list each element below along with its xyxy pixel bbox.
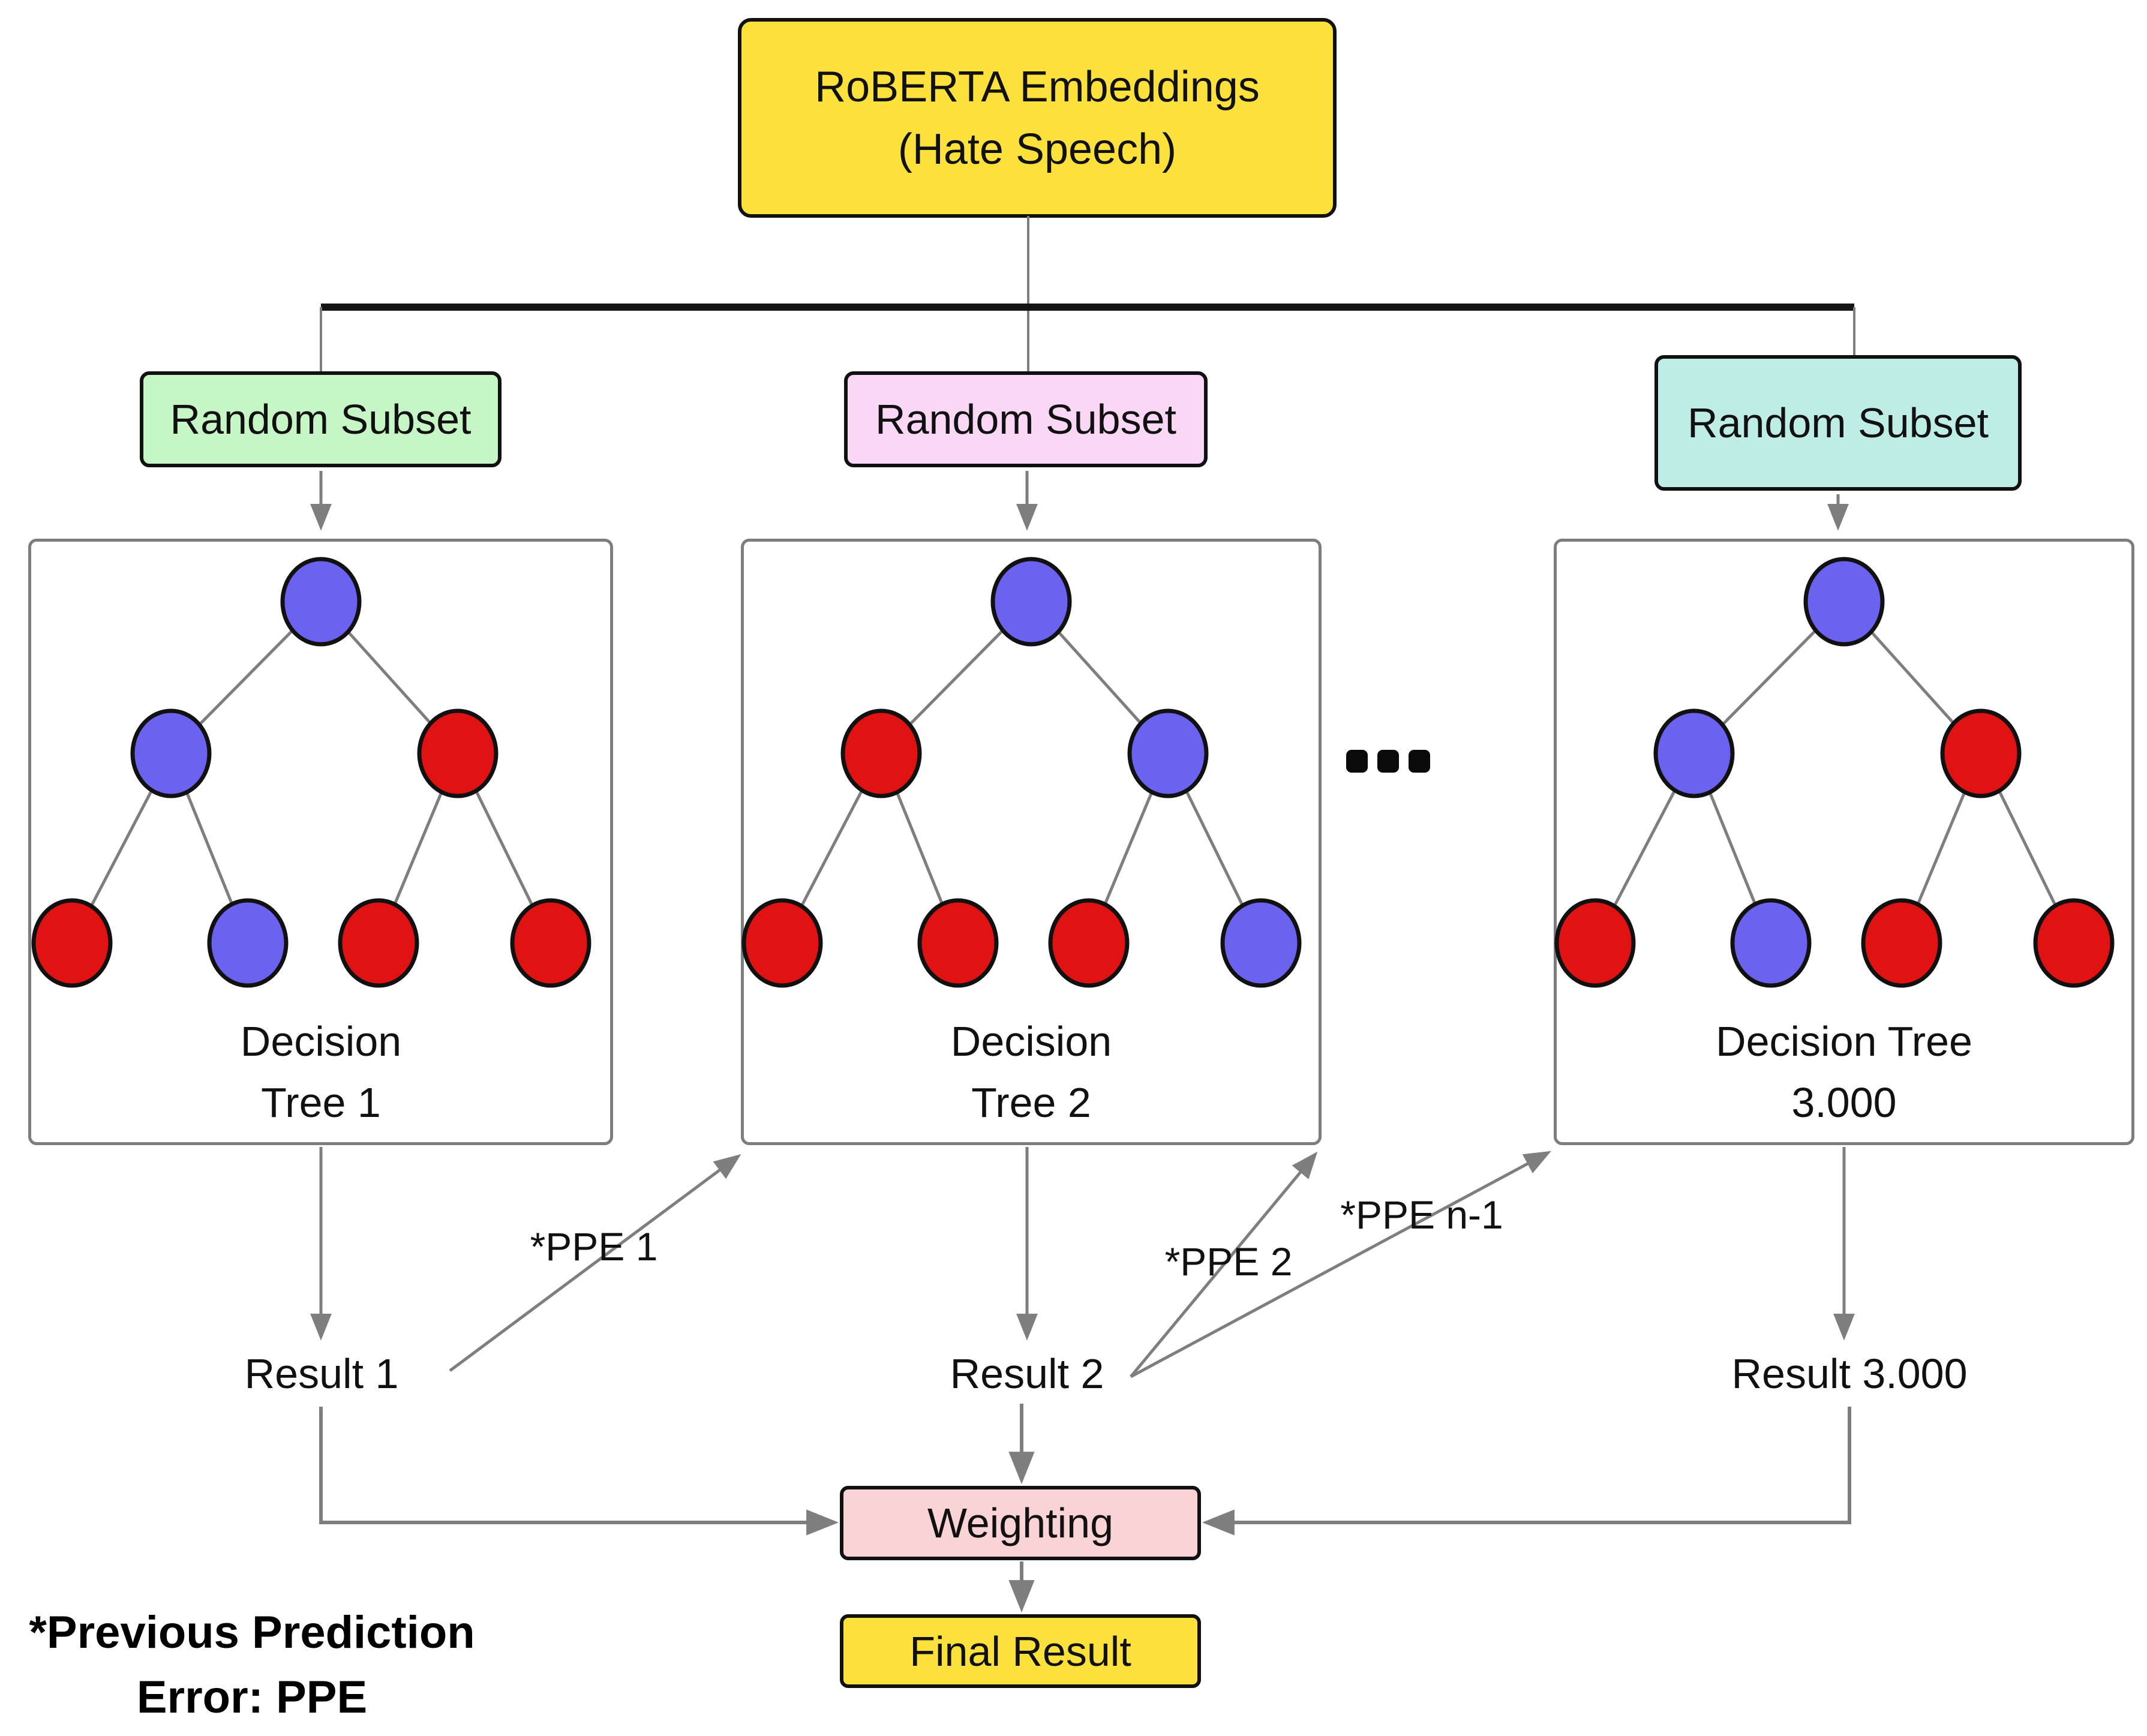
final-result-box: Final Result <box>840 1614 1201 1688</box>
ppe-1-label: *PPE 1 <box>530 1224 658 1269</box>
ppe-footnote-line1: *Previous Prediction <box>29 1607 475 1658</box>
random-subset-1-box: Random Subset <box>140 371 502 467</box>
result-1-label: Result 1 <box>244 1350 399 1397</box>
random-subset-3-label: Random Subset <box>1687 400 1989 446</box>
ppe-n1-label: *PPE n-1 <box>1340 1193 1503 1237</box>
arrow-result1-to-weighting <box>319 1407 839 1536</box>
title-line-1: RoBERTA Embeddings <box>815 62 1260 111</box>
ellipsis-dots-icon <box>1346 750 1430 773</box>
roberta-embeddings-box: RoBERTA Embeddings (Hate Speech) <box>738 18 1337 218</box>
random-subset-2-box: Random Subset <box>844 371 1208 467</box>
title-line-2: (Hate Speech) <box>897 125 1177 173</box>
random-subset-1-label: Random Subset <box>170 396 472 443</box>
tree-1-label-line2: Tree 1 <box>261 1079 381 1126</box>
ppe-footnote: *Previous Prediction Error: PPE <box>24 1600 480 1730</box>
random-subset-2-label: Random Subset <box>875 396 1176 443</box>
arrow-result3-to-weighting <box>1202 1407 1851 1536</box>
ppe-footnote-line2: Error: PPE <box>136 1672 368 1723</box>
tree-3-label-line2: 3.000 <box>1791 1079 1897 1126</box>
tree-2-label-line2: Tree 2 <box>971 1079 1091 1126</box>
result-3-label: Result 3.000 <box>1731 1350 1968 1397</box>
tree-2-label-line1: Decision <box>950 1018 1112 1065</box>
random-subset-3-box: Random Subset <box>1654 355 2022 491</box>
tree-1-label-line1: Decision <box>240 1018 402 1065</box>
result-2-label: Result 2 <box>950 1350 1104 1397</box>
ppe-2-label: *PPE 2 <box>1164 1239 1293 1284</box>
weighting-label: Weighting <box>927 1500 1113 1546</box>
tree-3-label-line1: Decision Tree <box>1716 1018 1972 1065</box>
final-result-label: Final Result <box>909 1627 1131 1675</box>
weighting-box: Weighting <box>840 1486 1201 1560</box>
